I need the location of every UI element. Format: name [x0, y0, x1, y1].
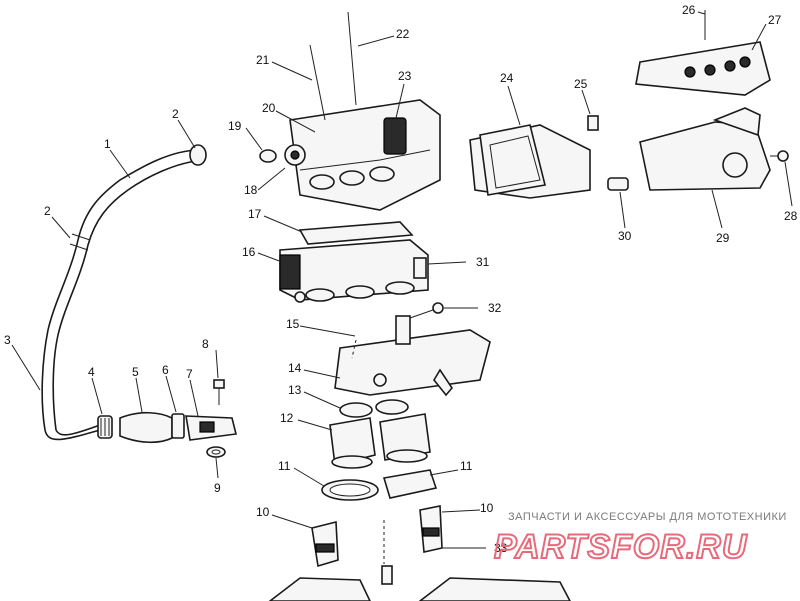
- watermark: ЗАПЧАСТИ И АКСЕССУАРЫ ДЛЯ МОТОТЕХНИКИ PA…: [493, 511, 787, 567]
- fitting-19: [259, 149, 277, 163]
- callout-21: 21: [256, 53, 270, 67]
- callout-labels: 1 2 2 3 4 5 6 7 8 9 10 10 11 11 12 13 14…: [4, 3, 798, 555]
- callout-4: 4: [88, 365, 95, 379]
- hose-clamp-4: [97, 415, 113, 439]
- screw-8: [213, 379, 225, 405]
- bolt-32: [409, 302, 444, 319]
- callout-11b: 11: [460, 459, 473, 473]
- hose-1: [41, 144, 207, 431]
- callout-2b: 2: [44, 204, 51, 218]
- callout-7: 7: [186, 367, 193, 381]
- callout-20: 20: [262, 101, 276, 115]
- clamp-11-right: [382, 469, 438, 499]
- callout-32: 32: [488, 301, 502, 315]
- hose-section-lower: [44, 424, 101, 441]
- bolt-33: [381, 565, 393, 585]
- callout-11a: 11: [278, 459, 291, 473]
- callout-23: 23: [398, 69, 412, 83]
- gasket-17: [298, 221, 414, 245]
- injector-10-left: [311, 520, 339, 568]
- spacer-30: [607, 177, 629, 191]
- injector-10-right: [419, 505, 443, 553]
- callout-18: 18: [244, 183, 258, 197]
- callout-5: 5: [132, 365, 139, 379]
- fuel-rail-14: [334, 315, 491, 397]
- callout-31: 31: [476, 255, 490, 269]
- callout-29: 29: [716, 231, 730, 245]
- watermark-logo: PARTSFOR.RU: [494, 528, 748, 566]
- callout-9: 9: [214, 481, 221, 495]
- airbox-housing-29: [639, 107, 771, 191]
- callout-16: 16: [242, 245, 256, 259]
- connector-5: [119, 411, 173, 444]
- callout-15: 15: [286, 317, 300, 331]
- clamp-11-left: [321, 479, 379, 501]
- callout-8: 8: [202, 337, 209, 351]
- callout-17: 17: [248, 207, 262, 221]
- washer-9: [206, 446, 226, 458]
- callout-22: 22: [396, 27, 410, 41]
- cylinder-heads: [268, 577, 571, 601]
- callout-30: 30: [618, 229, 632, 243]
- callout-33: 33: [494, 541, 508, 555]
- intake-boots-12: [329, 413, 431, 469]
- fitting-25: [587, 115, 599, 131]
- air-duct-24: [469, 124, 591, 199]
- callout-10a: 10: [256, 505, 270, 519]
- callout-24: 24: [500, 71, 514, 85]
- callout-1: 1: [104, 137, 111, 151]
- screw-28: [770, 150, 789, 162]
- callout-2a: 2: [172, 107, 179, 121]
- leader-lines: [11, 11, 793, 564]
- callout-13: 13: [288, 383, 302, 397]
- callout-3: 3: [4, 333, 11, 347]
- callout-6: 6: [162, 363, 169, 377]
- clamp-6: [171, 413, 185, 439]
- callout-19: 19: [228, 119, 242, 133]
- callout-14: 14: [288, 361, 302, 375]
- callout-28: 28: [784, 209, 798, 223]
- callout-12: 12: [280, 411, 294, 425]
- watermark-tagline: ЗАПЧАСТИ И АКСЕССУАРЫ ДЛЯ МОТОТЕХНИКИ: [508, 511, 787, 523]
- callout-10b: 10: [480, 501, 494, 515]
- throttle-body-upper: [284, 99, 441, 211]
- bolt-22: [347, 11, 357, 106]
- airbox-cover-27: [635, 41, 771, 96]
- throttle-body-16: [279, 239, 429, 303]
- callout-25: 25: [574, 77, 588, 91]
- bolt-21: [309, 44, 326, 121]
- fitting-7: [185, 415, 237, 441]
- callout-27: 27: [768, 13, 782, 27]
- callout-26: 26: [682, 3, 696, 17]
- o-rings-13: [339, 399, 409, 418]
